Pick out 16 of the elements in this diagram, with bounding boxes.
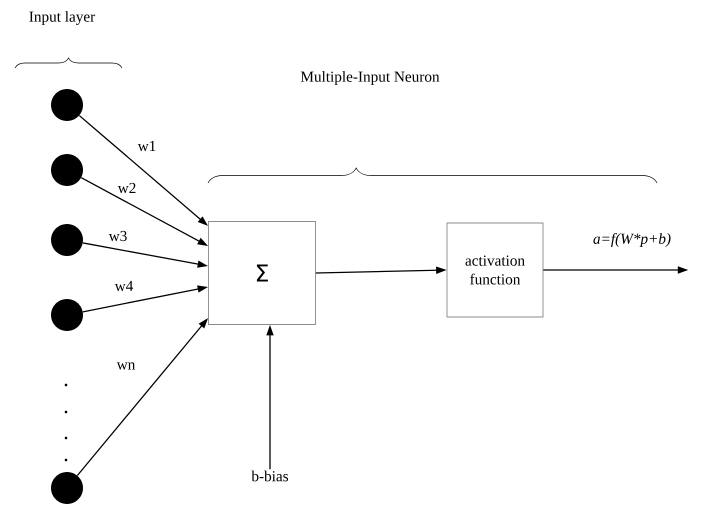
edge-label: w2 [116, 182, 138, 194]
edge-label: wn [116, 361, 136, 371]
layer-title: Input layer [29, 11, 96, 25]
input-neuron [51, 154, 83, 186]
input-neuron [51, 224, 83, 256]
bias-label: b-bias [251, 470, 288, 482]
summation-box: Σ [208, 221, 316, 325]
activation-box: activation function [446, 222, 544, 318]
edge-label: w4 [114, 280, 134, 292]
edge-label: w3 [108, 230, 128, 242]
input-neuron [51, 472, 83, 504]
edge-label: a=f(W*p+b) [592, 232, 672, 248]
input-neuron [51, 89, 83, 121]
edge-label: w1 [136, 140, 158, 152]
input-neuron [51, 299, 83, 331]
layer-title: Multiple-Input Neuron [300, 71, 440, 85]
